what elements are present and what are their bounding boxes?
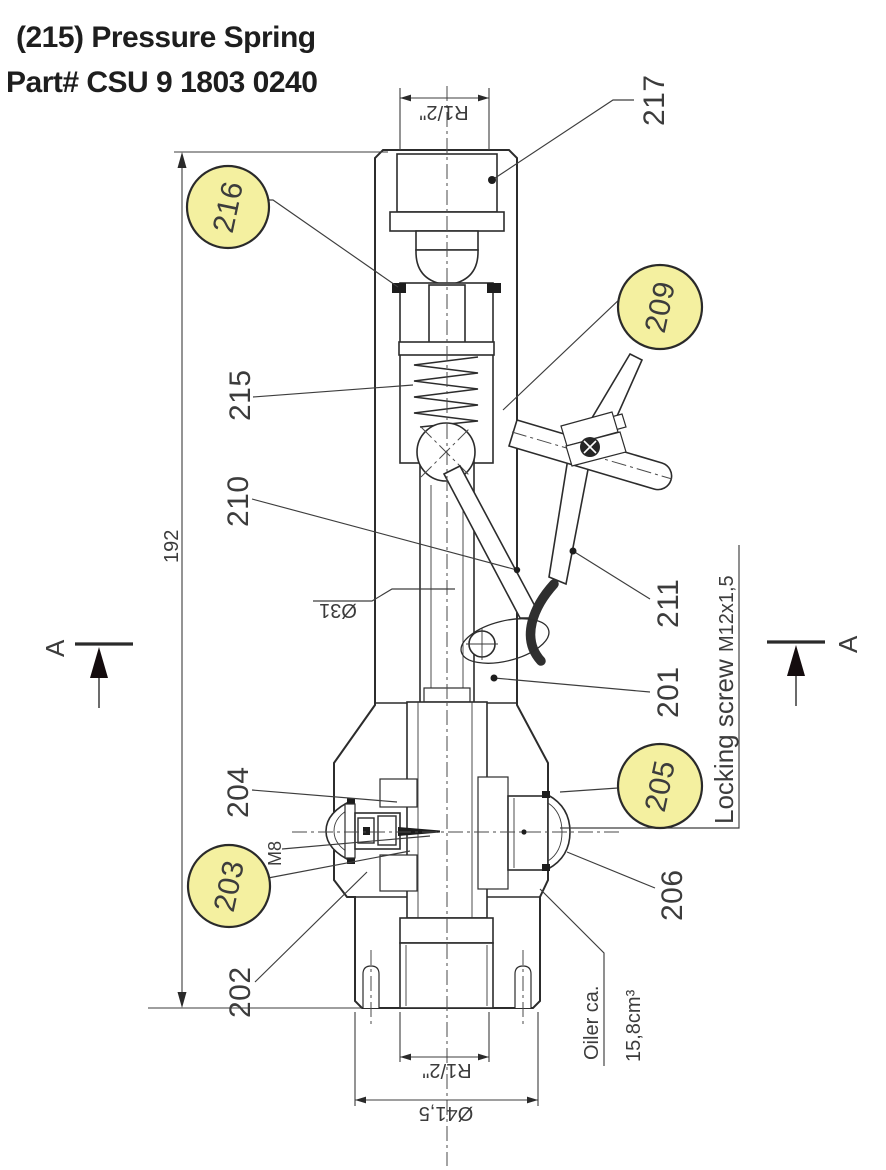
leader-m8: [281, 835, 431, 850]
dimension-192: 192: [148, 151, 388, 1009]
callout-circle-205: 205: [616, 742, 704, 830]
leader-211-dot: [569, 547, 577, 555]
callout-circle-216: 216: [185, 164, 271, 250]
leader-201: [493, 677, 651, 693]
callout-217: 217: [638, 74, 671, 126]
dimension-bottom-thread: R1/2": [399, 1012, 490, 1081]
locking-screw-thread: [477, 776, 509, 890]
callout-labels: 217 215 210 211 201 204 M8 202 206: [222, 74, 689, 1018]
callout-215: 215: [224, 369, 257, 421]
centerlines: [292, 86, 622, 1166]
check-valve-assembly: [325, 778, 440, 892]
callout-204: 204: [222, 766, 255, 818]
arrow-left: [400, 1053, 411, 1061]
circle-203: [186, 843, 272, 929]
bottom-thread-label: R1/2": [422, 1059, 471, 1081]
thread-insert-upper: [379, 778, 418, 808]
callout-m8: M8: [265, 841, 285, 866]
pressure-spring: [413, 356, 479, 428]
locking-note-text: Locking screw M12x1,5: [709, 575, 739, 824]
callout-201: 201: [652, 666, 685, 718]
thread-insert-lower: [379, 854, 418, 892]
seal-left: [392, 283, 406, 293]
arrow-right: [527, 1096, 538, 1104]
callout-circle-209: 209: [616, 263, 704, 351]
arrow-right: [478, 94, 489, 102]
section-marker-right: A: [767, 635, 863, 706]
arrow-down: [177, 992, 187, 1008]
section-marker-left: A: [40, 639, 133, 708]
locking-seal-top: [542, 791, 550, 798]
part-number: Part# CSU 9 1803 0240: [6, 66, 317, 99]
title-block: (215) Pressure Spring Part# CSU 9 1803 0…: [6, 21, 318, 99]
valve-cap-flange: [344, 803, 356, 859]
top-thread-label: R1/2": [419, 101, 468, 123]
callout-206: 206: [656, 869, 689, 921]
lever-hook: [525, 579, 559, 666]
arrow-left: [355, 1096, 366, 1104]
locking-seal-bottom: [542, 864, 550, 871]
callout-circle-203: 203: [186, 843, 272, 929]
dimension-outer-dia: Ø41,5: [354, 1012, 539, 1124]
circle-216: [185, 164, 271, 250]
outer-dia-label: Ø41,5: [419, 1102, 473, 1124]
arrow-up: [177, 152, 187, 168]
locking-screw-body: [507, 795, 549, 871]
valve-cap-seal-top: [347, 798, 355, 805]
lever-lower-arm: [548, 450, 591, 586]
locking-note-leader: [560, 545, 740, 829]
locking-center-dot: [521, 829, 527, 835]
bore-leader: [313, 588, 455, 602]
valve-seat-outer: [357, 817, 375, 844]
leader-204: [251, 789, 398, 803]
callout-211: 211: [652, 579, 685, 628]
oiler-leader: [539, 888, 605, 1066]
valve-needle: [398, 827, 440, 836]
ball-centerline-2: [420, 426, 472, 478]
dimension-bore-31: Ø31: [313, 588, 455, 621]
dim-192-label: 192: [161, 530, 183, 563]
circled-callouts: 216 209 203 205: [185, 164, 704, 929]
leader-203: [267, 850, 411, 879]
arrow-right: [478, 1053, 489, 1061]
leader-216: [253, 199, 399, 288]
leader-217-dot: [488, 176, 496, 184]
bolt-slot-2: [583, 440, 597, 454]
locking-screw-note: Locking screw M12x1,5: [560, 545, 740, 829]
section-arrow: [90, 647, 108, 678]
leader-217: [491, 99, 634, 181]
lever-assembly: [442, 352, 673, 666]
valve-body-section: [325, 149, 571, 1009]
dimension-top-thread: R1/2": [399, 88, 490, 150]
oiler-note: Oiler ca. 15,8cm³: [539, 888, 645, 1066]
leader-206: [566, 851, 656, 889]
leader-210-dot: [513, 566, 521, 574]
circle-205: [616, 742, 704, 830]
leader-211: [572, 550, 651, 600]
leader-201-dot: [490, 674, 498, 682]
valve-cap-arc: [333, 806, 354, 856]
valve-seat-inner: [377, 815, 397, 846]
callout-202: 202: [224, 966, 257, 1018]
oiler-volume-text: 15,8cm³: [623, 989, 645, 1062]
section-letter-left: A: [40, 639, 70, 657]
oiler-label-text: Oiler ca.: [581, 986, 603, 1060]
valve-cap-seal-bottom: [347, 857, 355, 864]
locking-screw-assembly: [477, 776, 571, 890]
lever-eye-outline: [460, 618, 550, 664]
seal-right: [487, 283, 501, 293]
leader-202: [254, 871, 368, 983]
valve-seal-dot: [363, 827, 370, 835]
leader-215: [252, 384, 414, 398]
leader-210: [251, 498, 518, 571]
page-title: (215) Pressure Spring: [16, 21, 316, 54]
circle-209: [616, 263, 704, 351]
section-arrow: [787, 645, 805, 676]
callout-210: 210: [222, 475, 255, 527]
arrow-left: [400, 94, 411, 102]
section-letter-right: A: [833, 635, 863, 653]
bore-label: Ø31: [319, 599, 357, 621]
